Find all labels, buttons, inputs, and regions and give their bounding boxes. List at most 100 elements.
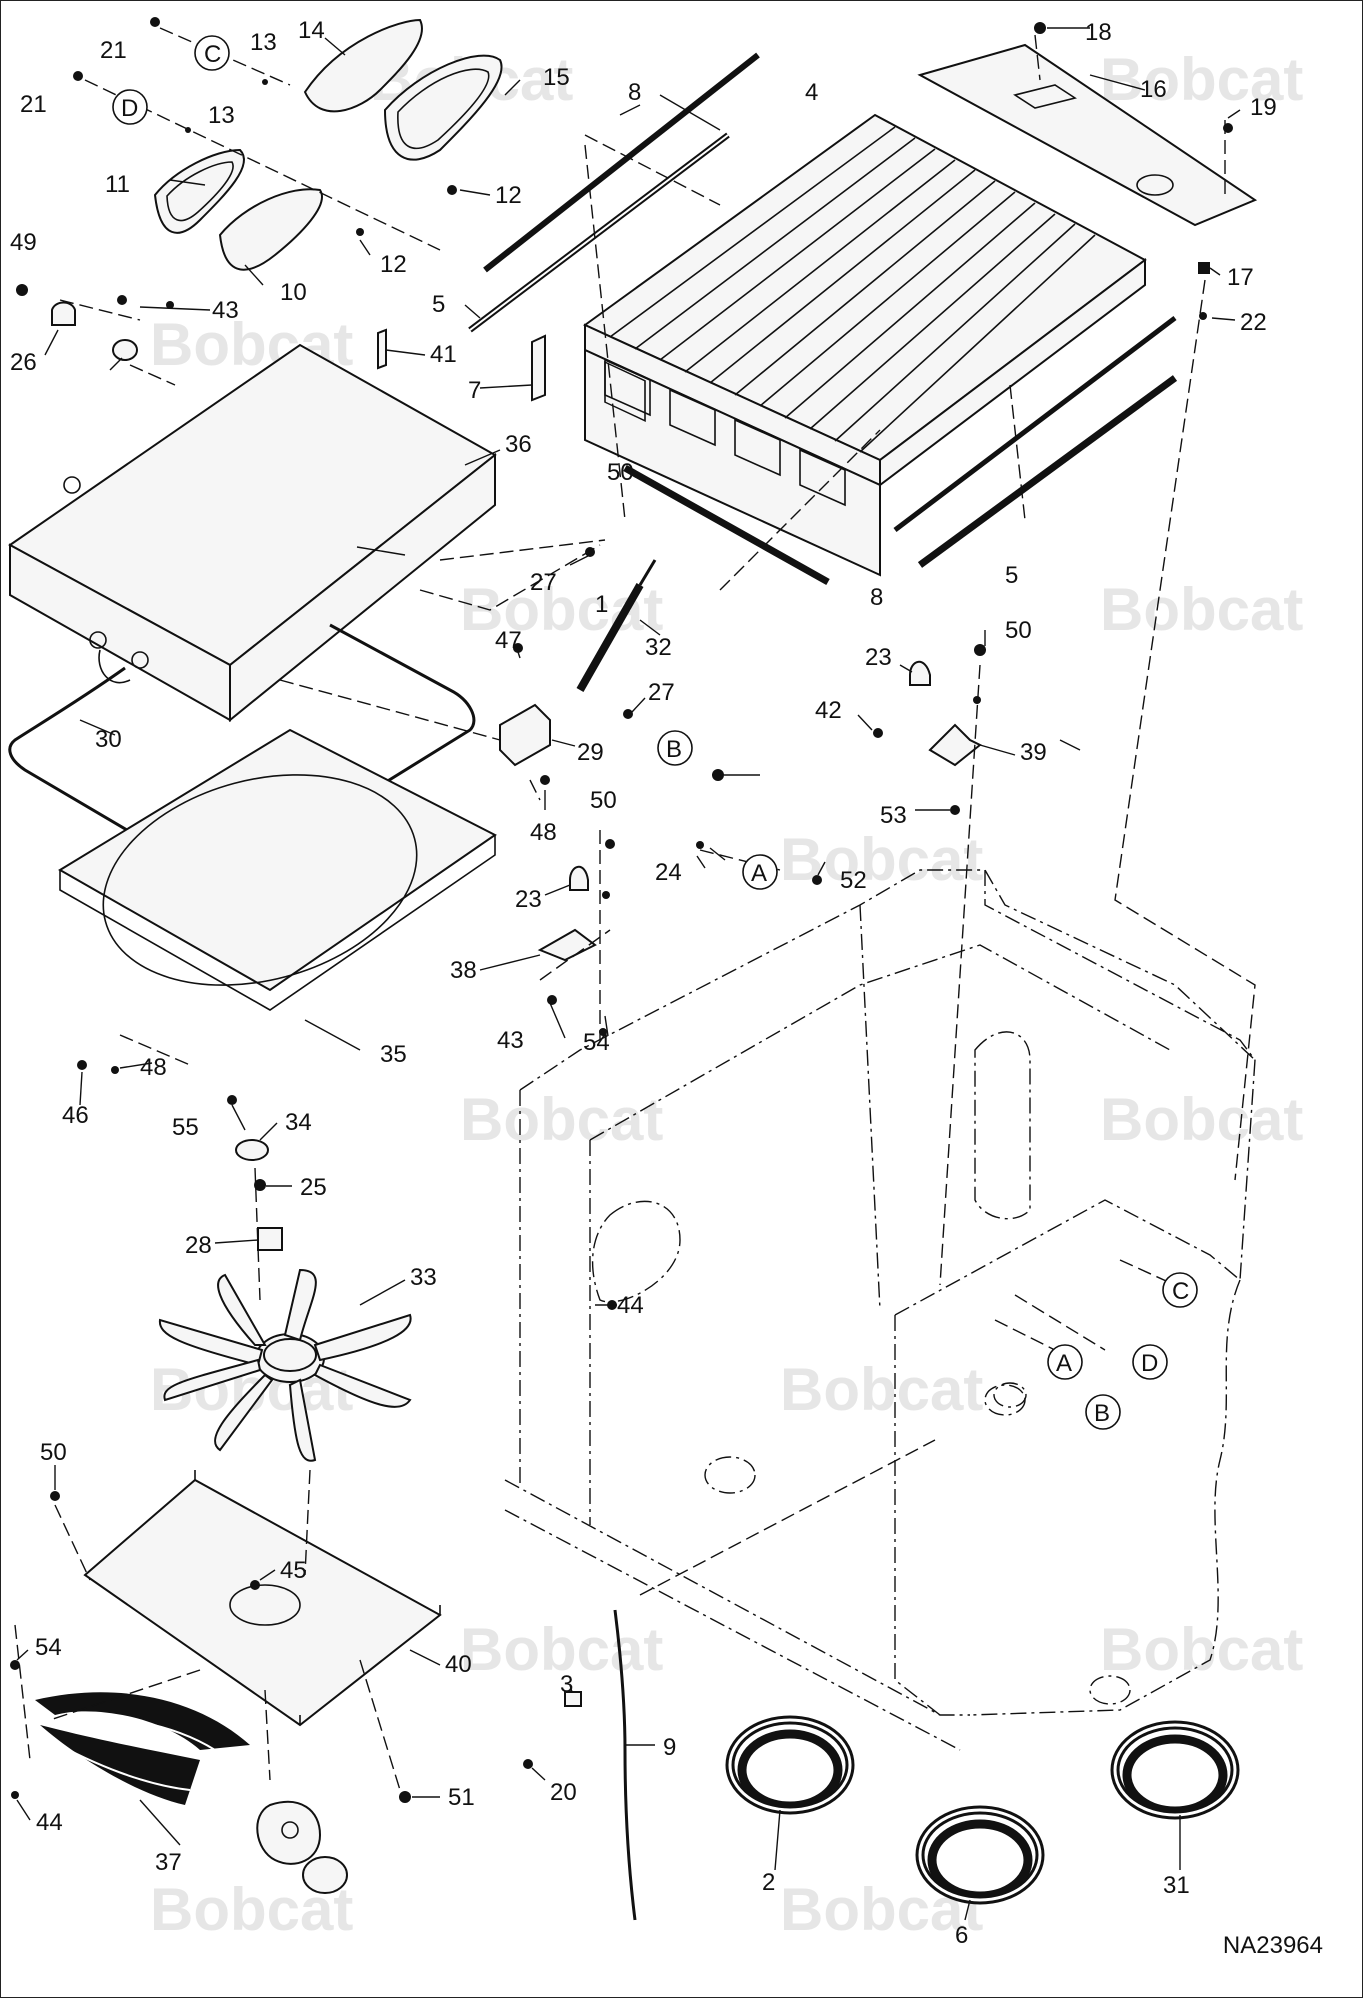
callout: 47 xyxy=(495,627,522,654)
watermark: Bobcat xyxy=(780,826,983,893)
pump-assembly xyxy=(256,1800,348,1894)
callout: 28 xyxy=(185,1232,212,1259)
callout: 21 xyxy=(100,37,127,64)
ref-circle-c xyxy=(194,35,230,71)
callout: 25 xyxy=(300,1174,327,1201)
grille-part-38 xyxy=(35,1692,250,1805)
callout: 13 xyxy=(250,29,277,56)
callout: 53 xyxy=(880,802,907,829)
callout: 23 xyxy=(515,886,542,913)
hose-part-31 xyxy=(8,623,476,876)
callout: 14 xyxy=(298,17,325,44)
callout: 55 xyxy=(172,1114,199,1141)
callout: 26 xyxy=(10,349,37,376)
bracket-part-39 xyxy=(537,928,597,962)
callout: 18 xyxy=(1085,19,1112,46)
callout: 37 xyxy=(155,1849,182,1876)
seal-part-8-bottom xyxy=(893,316,1177,532)
drawing-number: NA23964 xyxy=(1222,1932,1323,1959)
callouts: 1 2 3 4 5 5 6 7 8 8 9 10 11 12 12 13 13 … xyxy=(10,17,1277,1949)
callout: 34 xyxy=(285,1109,312,1136)
seal-part-5-bottom xyxy=(917,375,1178,568)
callout: 6 xyxy=(955,1922,968,1949)
bracket-part-40 xyxy=(928,723,982,767)
bumper-part-23a xyxy=(569,865,589,891)
callout: 8 xyxy=(628,79,641,106)
callout: 7 xyxy=(468,377,481,404)
screen-frame-part-15 xyxy=(383,54,503,161)
callout: 44 xyxy=(617,1292,644,1319)
callout: 22 xyxy=(1240,309,1267,336)
callout: 12 xyxy=(495,182,522,209)
callout: 13 xyxy=(208,102,235,129)
screen-frame-part-11 xyxy=(153,148,245,234)
spacer-part-28 xyxy=(257,1227,283,1251)
seal-part-1 xyxy=(623,464,830,586)
fan-part-34 xyxy=(158,1268,412,1462)
ref-circle-b xyxy=(657,730,693,766)
watermark: Bobcat xyxy=(460,1616,663,1683)
machine-frame xyxy=(504,869,1256,1751)
callout: 51 xyxy=(448,1784,475,1811)
callout: 4 xyxy=(805,79,818,106)
callout: 24 xyxy=(655,859,682,886)
callout: 16 xyxy=(1140,76,1167,103)
callout: 15 xyxy=(543,64,570,91)
ref-letter: A xyxy=(1056,1350,1072,1377)
assembly-lines xyxy=(14,27,1256,1791)
watermarks: Bobcat Bobcat Bobcat Bobcat Bobcat Bobca… xyxy=(150,46,1303,1943)
callout: 42 xyxy=(815,697,842,724)
callout: 1 xyxy=(595,591,608,618)
hose-coil-part-32 xyxy=(1110,1720,1240,1820)
hose-coil-part-2 xyxy=(725,1715,855,1815)
seal-part-8-top xyxy=(483,52,760,273)
ref-letter: D xyxy=(121,95,138,122)
callout: 39 xyxy=(1020,739,1047,766)
callout: 11 xyxy=(105,171,130,198)
ref-circle-d xyxy=(112,89,148,125)
screen-part-14 xyxy=(303,18,423,113)
callout: 23 xyxy=(865,644,892,671)
gas-spring-part-33 xyxy=(576,583,644,692)
callout: 50 xyxy=(607,459,634,486)
callout: 36 xyxy=(505,431,532,458)
callout: 2 xyxy=(762,1869,775,1896)
plate-part-35 xyxy=(235,1139,269,1161)
watermark: Bobcat xyxy=(1100,1616,1303,1683)
callout: 33 xyxy=(410,1264,437,1291)
cooler-part-4 xyxy=(583,113,1147,577)
watermark: Bobcat xyxy=(1100,576,1303,643)
callout: 5 xyxy=(1005,562,1018,589)
watermark: Bobcat xyxy=(460,1086,663,1153)
ref-letter: B xyxy=(1094,1400,1110,1427)
ref-letter: A xyxy=(751,860,767,887)
callout: 48 xyxy=(140,1054,167,1081)
callout: 9 xyxy=(663,1734,676,1761)
callout: 17 xyxy=(1227,264,1254,291)
callout: 19 xyxy=(1250,94,1277,121)
clip-part-3 xyxy=(564,1691,582,1707)
callout: 27 xyxy=(530,569,557,596)
callout: 44 xyxy=(36,1809,63,1836)
callout: 29 xyxy=(577,739,604,766)
callout: 41 xyxy=(430,341,457,368)
callout: 46 xyxy=(62,1102,89,1129)
callout: 50 xyxy=(40,1439,67,1466)
watermark: Bobcat xyxy=(1100,46,1303,113)
callout: 50 xyxy=(1005,617,1032,644)
callout: 49 xyxy=(10,229,37,256)
ref-circle-c xyxy=(1162,1272,1198,1308)
watermark: Bobcat xyxy=(1100,1086,1303,1153)
leader-lines xyxy=(16,27,1241,1921)
callout: 30 xyxy=(95,726,122,753)
callout: 40 xyxy=(445,1651,472,1678)
reference-circles: C D B A C A D B xyxy=(112,35,1198,1430)
clamp-part-26 xyxy=(51,301,76,326)
callout: 3 xyxy=(560,1671,573,1698)
callout: 21 xyxy=(20,91,47,118)
callout: 43 xyxy=(212,297,239,324)
callout: 54 xyxy=(35,1634,62,1661)
ref-circle-b xyxy=(1085,1394,1121,1430)
callout: 38 xyxy=(450,957,477,984)
